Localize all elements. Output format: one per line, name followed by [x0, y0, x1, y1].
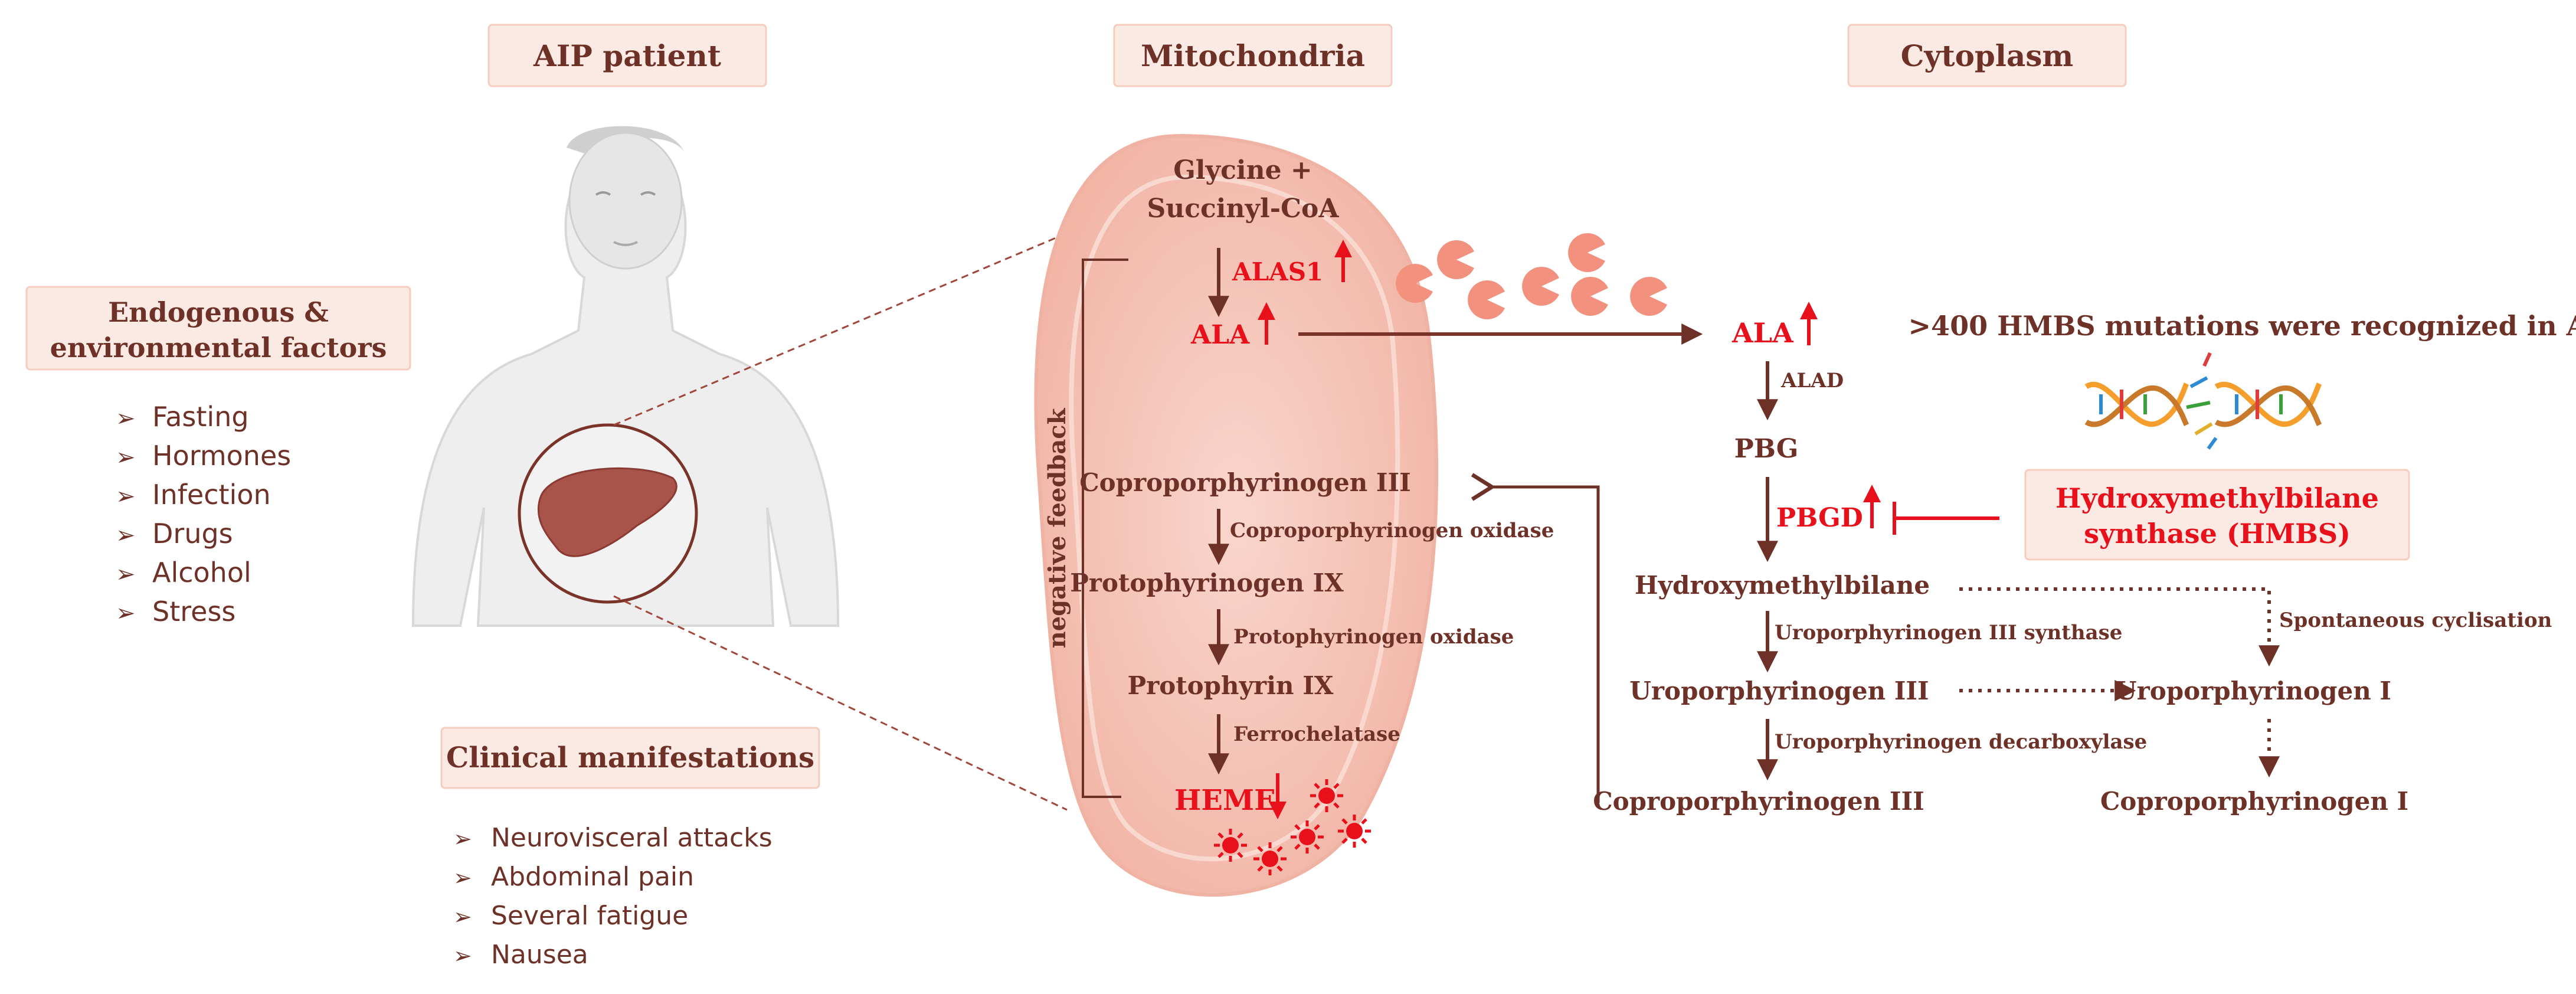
ala-molecule-icons: [1396, 233, 1667, 319]
copro1-label: Coproporphyrinogen I: [2100, 787, 2408, 816]
cyto-ala-label: ALA: [1731, 317, 1794, 349]
pbgd-label: PBGD: [1776, 503, 1863, 533]
svg-text:Nausea: Nausea: [491, 940, 588, 970]
negative-feedback-label: negative feedback: [1043, 407, 1071, 648]
header-aip-patient: AIP patient: [487, 24, 767, 87]
svg-text:➢: ➢: [116, 600, 136, 627]
svg-text:Several fatigue: Several fatigue: [491, 901, 688, 931]
svg-text:Stress: Stress: [152, 596, 235, 627]
factors-box: Endogenous & environmental factors: [25, 286, 411, 371]
svg-text:Hormones: Hormones: [152, 440, 291, 472]
clinical-box: Clinical manifestations: [440, 727, 820, 789]
svg-text:AIP patient: AIP patient: [533, 38, 721, 73]
liver-magnifier: [518, 423, 698, 604]
svg-text:➢: ➢: [116, 561, 136, 588]
pbg-label: PBG: [1734, 434, 1799, 464]
header-mitochondria: Mitochondria: [1113, 24, 1393, 87]
spontaneous-label: Spontaneous cyclisation: [2279, 609, 2552, 632]
uro-decarboxylase-label: Uroporphyrinogen decarboxylase: [1775, 730, 2147, 754]
ferrochelatase-label: Ferrochelatase: [1233, 722, 1400, 746]
svg-text:synthase (HMBS): synthase (HMBS): [2084, 518, 2351, 550]
mutations-note: >400 HMBS mutations were recognized in A…: [1909, 310, 2576, 342]
svg-text:➢: ➢: [453, 826, 472, 852]
copro-oxidase-label: Coproporphyrinogen oxidase: [1230, 519, 1554, 542]
svg-text:Fasting: Fasting: [152, 401, 249, 433]
mito-ala-label: ALA: [1190, 320, 1250, 350]
arrow-copro3-return: [1471, 473, 1600, 803]
header-cytoplasm: Cytoplasm: [1847, 24, 2127, 87]
svg-text:Mitochondria: Mitochondria: [1141, 38, 1365, 73]
protoporphyrinogen-label: Protophyrinogen IX: [1070, 568, 1344, 597]
svg-text:Hydroxymethylbilane: Hydroxymethylbilane: [2055, 482, 2379, 514]
dna-icon: [2084, 352, 2322, 450]
svg-text:Endogenous &: Endogenous &: [108, 296, 329, 328]
liver-icon: [537, 467, 677, 557]
svg-text:Neurovisceral attacks: Neurovisceral attacks: [491, 823, 773, 853]
succinyl-coa-label: Succinyl-CoA: [1147, 194, 1339, 224]
svg-text:➢: ➢: [453, 865, 472, 891]
factors-list: ➢ Fasting ➢ Hormones ➢ Infection ➢ Drugs ➢ Al…: [116, 401, 291, 627]
svg-text:Cytoplasm: Cytoplasm: [1901, 38, 2074, 73]
svg-text:Abdominal pain: Abdominal pain: [491, 862, 694, 892]
svg-text:➢: ➢: [116, 483, 136, 510]
svg-text:➢: ➢: [116, 405, 136, 432]
alad-label: ALAD: [1780, 369, 1844, 393]
cyto-copro3-label: Coproporphyrinogen III: [1593, 787, 1924, 816]
proto-oxidase-label: Protophyrinogen oxidase: [1233, 625, 1514, 649]
svg-text:environmental factors: environmental factors: [50, 332, 387, 364]
uro1-label: Uroporphyrinogen I: [2115, 676, 2391, 705]
svg-text:➢: ➢: [116, 522, 136, 549]
uro3-synthase-label: Uroporphyrinogen III synthase: [1775, 621, 2122, 645]
glycine-label: Glycine +: [1173, 155, 1312, 185]
svg-text:Infection: Infection: [152, 479, 271, 511]
uro3-label: Uroporphyrinogen III: [1629, 676, 1929, 705]
clinical-list: ➢ Neurovisceral attacks ➢ Abdominal pain ➢…: [453, 823, 773, 970]
hmbs-box: Hydroxymethylbilane synthase (HMBS): [2024, 469, 2410, 561]
hmb-label: Hydroxymethylbilane: [1635, 571, 1930, 600]
svg-text:➢: ➢: [453, 943, 472, 969]
svg-text:Drugs: Drugs: [152, 518, 233, 550]
alas1-label: ALAS1: [1232, 257, 1323, 286]
svg-text:➢: ➢: [453, 904, 472, 930]
svg-text:Alcohol: Alcohol: [152, 557, 251, 588]
feedback-bracket: [1082, 259, 1128, 798]
protophyrin-label: Protophyrin IX: [1128, 671, 1334, 700]
svg-text:Clinical manifestations: Clinical manifestations: [446, 741, 814, 774]
mito-copro3-label: Coproporphyrinogen III: [1079, 468, 1411, 497]
svg-text:➢: ➢: [116, 444, 136, 471]
heme-label: HEME: [1174, 784, 1276, 817]
zoom-lines: [613, 232, 1068, 811]
inhibition-icon: [1893, 502, 1999, 535]
mitochondrion: [1034, 133, 1439, 897]
